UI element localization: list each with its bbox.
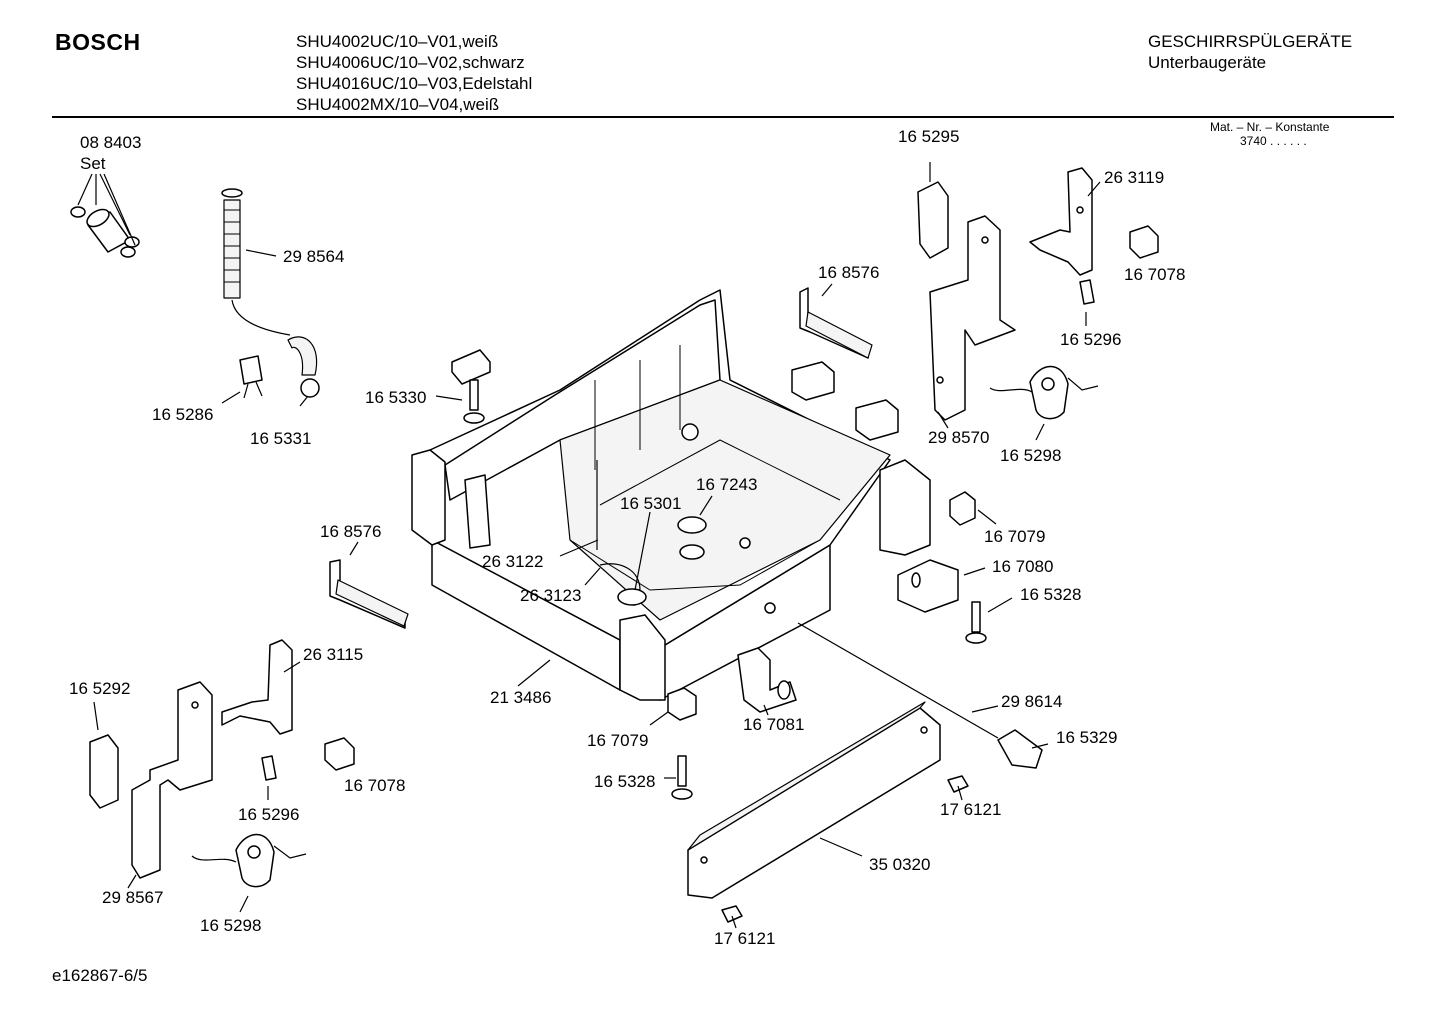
part-label-165331: 16 5331 [250,429,311,448]
leader-lines [517,495,713,687]
part-label-167078-lower: 16 7078 [344,776,405,795]
model-line: SHU4016UC/10–V03,Edelstahl [296,74,533,93]
base-frame-drawing [411,289,931,701]
part-label-176121-right: 17 6121 [940,800,1001,819]
part-label-168576-left: 16 8576 [320,522,381,541]
part-label-088403: 08 8403 [80,133,141,152]
header-rule [52,116,1394,118]
screw-bracket-drawing [435,349,491,424]
category-block: GESCHIRRSPÜLGERÄTE Unterbaugeräte [1148,31,1352,73]
front-parts-drawing [649,647,969,929]
document-id: e162867-6/5 [52,966,148,985]
clamp-set-drawing [70,173,140,258]
part-label-165330: 16 5330 [365,388,426,407]
part-label-167079-front: 16 7079 [587,731,648,750]
brand-logo: BOSCH [55,29,141,55]
part-label-165296-lower: 16 5296 [238,805,299,824]
part-label-263122: 26 3122 [482,552,543,571]
part-label-165301: 16 5301 [620,494,681,513]
drain-hose-drawing [221,188,320,398]
clip-drawing [221,355,309,407]
material-number-block: Mat. – Nr. – Konstante 3740 . . . . . . [1210,120,1329,148]
part-label-165298-top: 16 5298 [1000,446,1061,465]
left-parts-drawing [89,541,409,913]
part-label-298614: 29 8614 [1001,692,1062,711]
part-label-167079-right: 16 7079 [984,527,1045,546]
part-label-165328-front: 16 5328 [594,772,655,791]
part-label-165296-top: 16 5296 [1060,330,1121,349]
right-mid-parts-drawing [797,491,1049,769]
material-number-value: 3740 . . . . . . [1240,134,1307,148]
part-labels: 08 8403 Set 29 8564 16 5286 16 5331 16 5… [69,127,1185,948]
model-line: SHU4002UC/10–V01,weiß [296,32,499,51]
category-subtitle: Unterbaugeräte [1148,53,1267,72]
material-number-label: Mat. – Nr. – Konstante [1210,120,1330,134]
category-title: GESCHIRRSPÜLGERÄTE [1148,32,1353,51]
part-label-165328-right: 16 5328 [1020,585,1081,604]
part-label-298567: 29 8567 [102,888,163,907]
part-label-298570: 29 8570 [928,428,989,447]
part-label-167081: 16 7081 [743,715,804,734]
part-label-350320: 35 0320 [869,855,930,874]
part-label-167243: 16 7243 [696,475,757,494]
part-label-263115: 26 3115 [303,645,363,664]
part-label-165295: 16 5295 [898,127,959,146]
part-label-263123: 26 3123 [520,586,581,605]
part-label-176121-lower: 17 6121 [714,929,775,948]
part-label-213486: 21 3486 [490,688,551,707]
part-label-165292: 16 5292 [69,679,130,698]
part-label-168576-top: 16 8576 [818,263,879,282]
model-line: SHU4002MX/10–V04,weiß [296,95,500,114]
part-label-263119: 26 3119 [1104,168,1164,187]
right-side-brackets-drawing [791,162,1159,441]
part-label-set: Set [80,154,106,173]
part-label-167078-top: 16 7078 [1124,265,1185,284]
part-label-298564: 29 8564 [283,247,344,266]
part-label-165286: 16 5286 [152,405,213,424]
part-label-167080: 16 7080 [992,557,1053,576]
model-line: SHU4006UC/10–V02,schwarz [296,53,525,72]
model-list: SHU4002UC/10–V01,weiß SHU4006UC/10–V02,s… [296,31,532,115]
part-label-165329: 16 5329 [1056,728,1117,747]
part-label-165298-lower: 16 5298 [200,916,261,935]
